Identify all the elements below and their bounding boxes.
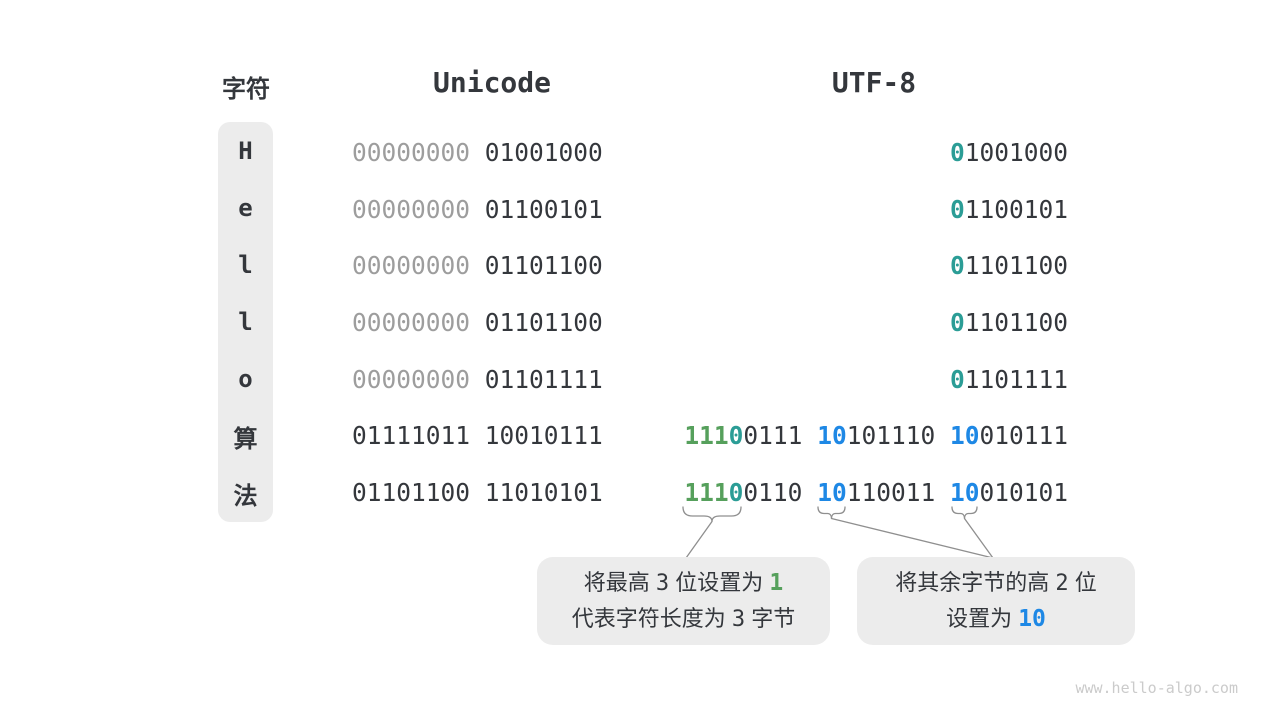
callout-text-line: 代表字符长度为 3 字节	[572, 603, 796, 636]
bits-segment-teal: 0	[949, 364, 965, 394]
character-cell: l	[238, 250, 253, 279]
bits-segment-dark: 1100101	[964, 194, 1068, 224]
bits-segment-teal: 0	[949, 251, 965, 281]
bits-segment-text: 设置为	[946, 606, 1019, 631]
bits-segment-text: 位	[1068, 570, 1097, 595]
pointer-line-right	[963, 517, 994, 559]
bits-segment-dark: 1101100	[964, 307, 1068, 337]
bits-segment-dark: 010111	[979, 421, 1068, 451]
pointer-line-mid	[830, 517, 994, 559]
character-cell: 算	[233, 424, 258, 453]
bits-segment-teal: 0	[949, 137, 965, 167]
callout-continuation-bits: 将其余字节的高 2 位设置为 10	[857, 557, 1135, 645]
bits-segment-num: 3	[731, 606, 746, 632]
bits-segment-dark: 01111011 10010111	[352, 421, 603, 451]
bits-segment-blue: 10	[949, 477, 980, 507]
bits-segment-text: 位设置为	[669, 569, 770, 595]
bits-segment-dark: 1001000	[964, 137, 1068, 167]
unicode-value: 00000000 01101100	[352, 237, 603, 294]
column-header-unicode: Unicode	[432, 66, 552, 99]
bits-segment-green: 111	[684, 421, 729, 451]
character-cell: H	[238, 136, 253, 165]
bits-segment-green: 111	[684, 477, 729, 507]
unicode-value: 00000000 01001000	[352, 124, 603, 181]
bits-segment-gray: 00000000	[352, 137, 471, 167]
unicode-value: 00000000 01101111	[352, 351, 603, 408]
bits-segment-gray: 00000000	[352, 364, 471, 394]
bits-segment-teal: 0	[728, 421, 744, 451]
character-cell: e	[238, 193, 253, 222]
watermark: www.hello-algo.com	[1075, 679, 1238, 697]
unicode-value: 00000000 01100101	[352, 181, 603, 238]
bits-segment-blue: 10	[1018, 606, 1046, 632]
pointer-line-left	[685, 520, 713, 559]
bits-segment-dark: 1101111	[964, 364, 1068, 394]
character-cell: 法	[233, 481, 258, 510]
bits-segment-dark: 01001000	[470, 137, 603, 167]
callout-text-line: 将其余字节的高 2 位	[895, 567, 1097, 600]
bits-segment-num: 2	[1055, 571, 1069, 596]
callout-text-line: 设置为 10	[946, 603, 1046, 635]
column-header-character: 字符	[222, 76, 270, 103]
bits-segment-dark: 101110	[846, 421, 950, 451]
bits-segment-text: 将最高	[583, 569, 656, 595]
bits-segment-dark: 01101111	[470, 364, 603, 394]
bits-segment-gray: 00000000	[352, 251, 471, 281]
bits-segment-dark: 01101100	[470, 251, 603, 281]
character-cell: o	[238, 365, 253, 394]
bits-segment-gray: 00000000	[352, 194, 471, 224]
bits-segment-text: 将其余字节的高	[895, 570, 1056, 595]
bits-segment-dark: 0110	[743, 477, 818, 507]
unicode-value: 01101100 11010101	[352, 464, 603, 521]
bits-segment-blue: 10	[817, 477, 847, 507]
unicode-value: 00000000 01101100	[352, 294, 603, 351]
bits-segment-dark: 1101100	[964, 251, 1068, 281]
character-cell: l	[238, 307, 253, 336]
bits-segment-dark: 01101100 11010101	[352, 477, 603, 507]
bits-segment-blue: 10	[949, 421, 980, 451]
bits-segment-teal: 0	[728, 477, 744, 507]
bits-segment-text: 代表字符长度为	[571, 605, 732, 631]
bits-segment-teal: 0	[949, 194, 965, 224]
bits-segment-dark: 110011	[846, 477, 950, 507]
column-header-utf8: UTF-8	[831, 66, 917, 99]
bits-segment-blue: 10	[817, 421, 847, 451]
callout-text-line: 将最高 3 位设置为 1	[584, 567, 783, 600]
bits-segment-teal: 0	[949, 307, 965, 337]
bits-segment-dark: 01100101	[470, 194, 603, 224]
bits-segment-num: 3	[655, 570, 670, 596]
bits-segment-text: 字节	[745, 605, 796, 631]
bits-segment-green: 1	[769, 569, 784, 596]
unicode-value: 01111011 10010111	[352, 407, 603, 464]
bits-segment-dark: 01101100	[470, 307, 603, 337]
bits-segment-dark: 0111	[743, 421, 818, 451]
bits-segment-gray: 00000000	[352, 307, 471, 337]
bits-segment-dark: 010101	[979, 477, 1068, 507]
